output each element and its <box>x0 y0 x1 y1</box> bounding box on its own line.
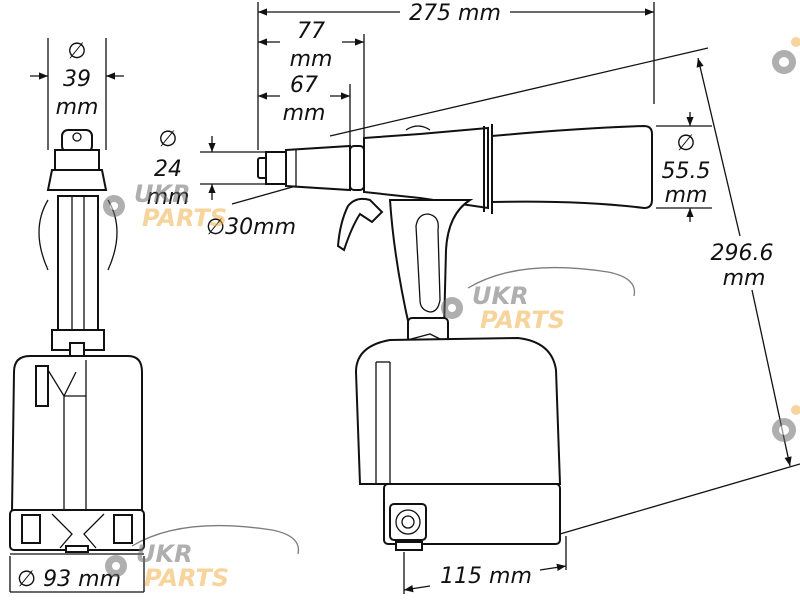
watermark-line2: PARTS <box>144 564 229 592</box>
front-width-dimension: ∅ 39 mm <box>30 38 124 150</box>
handle-diameter-value: 55.5 <box>662 159 711 184</box>
nose-diameter-unit: mm <box>147 185 190 210</box>
watermark-line2: PARTS <box>480 306 565 334</box>
watermark-line1: UKR <box>134 180 191 208</box>
handle-diameter-dimension: ∅ 55.5 mm <box>656 112 712 222</box>
handle-diameter-symbol: ∅ <box>676 131 695 156</box>
front-width-unit: mm <box>56 95 99 120</box>
nose-collar-diameter-label: ∅30mm <box>206 215 296 240</box>
nose-diameter-value: 24 <box>154 157 182 182</box>
watermark-line1: UKR <box>472 282 529 310</box>
front-width-value: 39 <box>63 67 91 92</box>
overall-length-label: 275 mm <box>409 1 501 26</box>
nose-length-inner-unit: mm <box>283 101 326 126</box>
watermark-3: UKR PARTS <box>105 524 300 592</box>
front-diameter-symbol: ∅ <box>67 39 86 64</box>
handle-diameter-unit: mm <box>665 183 708 208</box>
base-diameter-dimension: ∅ 93 mm <box>9 556 145 593</box>
watermark-line1: UKR <box>136 540 193 568</box>
front-view <box>9 129 145 555</box>
nose-diameter-dimension: ∅ 24 mm <box>147 127 266 210</box>
watermark-2: UKR PARTS <box>441 266 636 334</box>
base-length-dimension: 115 mm <box>403 536 567 594</box>
base-diameter-label: ∅ 93 mm <box>17 567 121 592</box>
nose-diameter-symbol: ∅ <box>158 127 177 152</box>
nose-length-inner-value: 67 <box>290 73 318 98</box>
nose-length-outer-value: 77 <box>297 19 325 44</box>
watermark-line2: PARTS <box>142 204 227 232</box>
watermark-1: UKR PARTS <box>103 180 227 232</box>
nose-length-inner-dimension: 67 mm <box>258 73 351 146</box>
side-view <box>257 124 653 551</box>
height-value: 296.6 <box>711 241 774 266</box>
gear-icon <box>772 405 800 442</box>
gear-icon <box>772 37 800 74</box>
base-length-label: 115 mm <box>440 564 532 589</box>
height-unit: mm <box>723 266 766 291</box>
watermark: UKR PARTS UKR PARTS UKR PARTS <box>103 37 800 592</box>
overall-length-dimension: 275 mm <box>257 1 655 150</box>
nose-length-outer-unit: mm <box>290 47 333 72</box>
nose-length-outer-dimension: 77 mm <box>258 19 365 140</box>
nose-collar-diameter-dimension: ∅30mm <box>206 185 297 240</box>
